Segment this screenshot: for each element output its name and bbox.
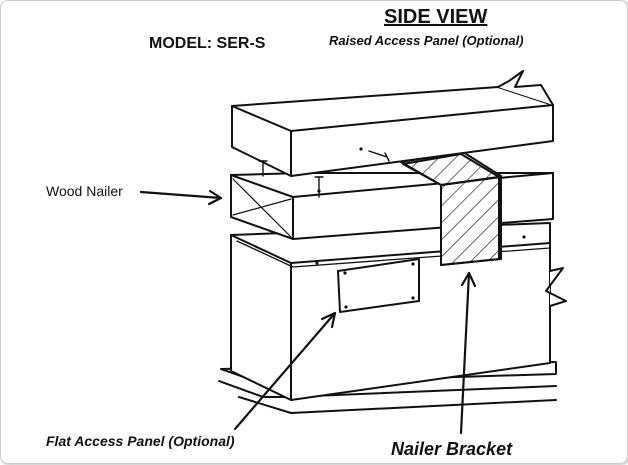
model-label: MODEL: SER-S (149, 35, 266, 52)
leader-arrows (139, 189, 477, 435)
break-line-body (545, 267, 567, 307)
diagram-title: SIDE VIEW (384, 6, 488, 28)
nailer-bracket-label: Nailer Bracket (391, 439, 513, 459)
raised-access-panel-label: Raised Access Panel (Optional) (329, 33, 524, 48)
flat-access-panel (315, 235, 526, 313)
flat-access-panel-label: Flat Access Panel (Optional) (46, 433, 235, 449)
nailer-bracket-arrow (459, 271, 471, 435)
screws (258, 150, 390, 198)
nailer-bracket-shape (400, 151, 502, 266)
wood-nailer-label: Wood Nailer (46, 183, 123, 199)
wood-nailer-arrow (139, 190, 223, 200)
raised-access-panel (231, 70, 554, 177)
flat-panel-arrow (233, 311, 337, 431)
